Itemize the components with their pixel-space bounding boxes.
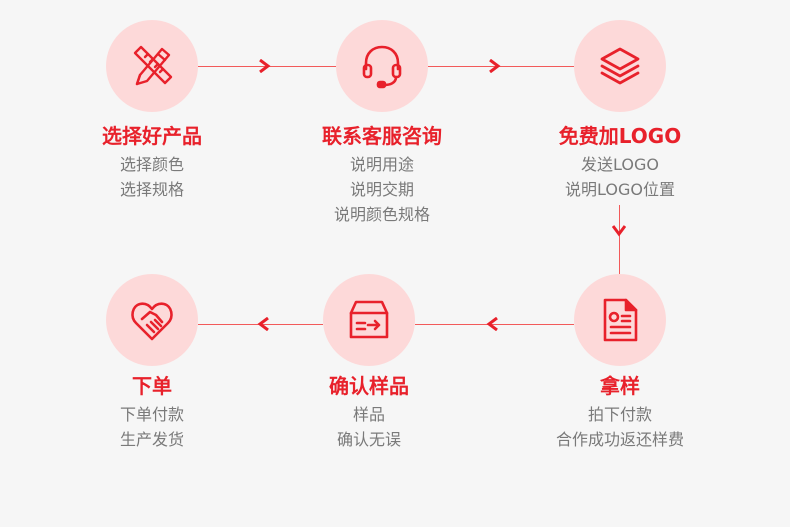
step-4-text: 拿样 拍下付款 合作成功返还样费 xyxy=(520,374,720,452)
step-title: 确认样品 xyxy=(329,374,409,398)
step-desc-line: 选择规格 xyxy=(119,180,184,199)
step-desc-line: 说明颜色规格 xyxy=(333,205,430,224)
step-desc-line: 发送LOGO xyxy=(581,155,659,174)
step-3-text: 免费加LOGO 发送LOGO 说明LOGO位置 xyxy=(520,124,720,202)
step-6-text: 下单 下单付款 生产发货 xyxy=(52,374,252,452)
step-desc-line: 确认无误 xyxy=(336,430,401,449)
step-desc-line: 样品 xyxy=(352,405,385,424)
headset-icon xyxy=(362,45,402,89)
handshake-heart-icon xyxy=(131,302,173,341)
step-title: 免费加LOGO xyxy=(558,124,682,148)
step-6-circle xyxy=(106,274,198,366)
step-desc-line: 说明交期 xyxy=(349,180,414,199)
step-4-circle xyxy=(574,274,666,366)
chevron-left-icon xyxy=(486,317,498,331)
layers-icon xyxy=(600,47,640,85)
step-5-text: 确认样品 样品 确认无误 xyxy=(269,374,469,452)
box-icon xyxy=(349,300,389,339)
step-desc-line: 说明LOGO位置 xyxy=(565,180,675,199)
step-desc-line: 说明用途 xyxy=(349,155,414,174)
chevron-right-icon xyxy=(489,59,501,73)
step-desc-line: 下单付款 xyxy=(119,405,184,424)
connector-4-5 xyxy=(415,324,574,325)
step-desc-line: 选择颜色 xyxy=(119,155,184,174)
connector-3-4 xyxy=(619,205,620,274)
step-desc-line: 拍下付款 xyxy=(587,405,652,424)
chevron-right-icon xyxy=(259,59,271,73)
step-desc-line: 生产发货 xyxy=(119,430,184,449)
pencil-ruler-icon xyxy=(133,45,173,86)
step-title: 选择好产品 xyxy=(102,124,202,148)
step-desc-line: 合作成功返还样费 xyxy=(555,430,684,449)
connector-2-3 xyxy=(428,66,574,67)
step-title: 拿样 xyxy=(600,374,640,398)
step-2-circle xyxy=(336,20,428,112)
step-5-circle xyxy=(323,274,415,366)
chevron-left-icon xyxy=(257,317,269,331)
chevron-down-icon xyxy=(612,225,626,237)
document-icon xyxy=(603,298,638,342)
step-title: 下单 xyxy=(132,374,172,398)
step-1-text: 选择好产品 选择颜色 选择规格 xyxy=(52,124,252,202)
step-2-text: 联系客服咨询 说明用途 说明交期 说明颜色规格 xyxy=(282,124,482,227)
step-3-circle xyxy=(574,20,666,112)
step-title: 联系客服咨询 xyxy=(322,124,442,148)
step-1-circle xyxy=(106,20,198,112)
